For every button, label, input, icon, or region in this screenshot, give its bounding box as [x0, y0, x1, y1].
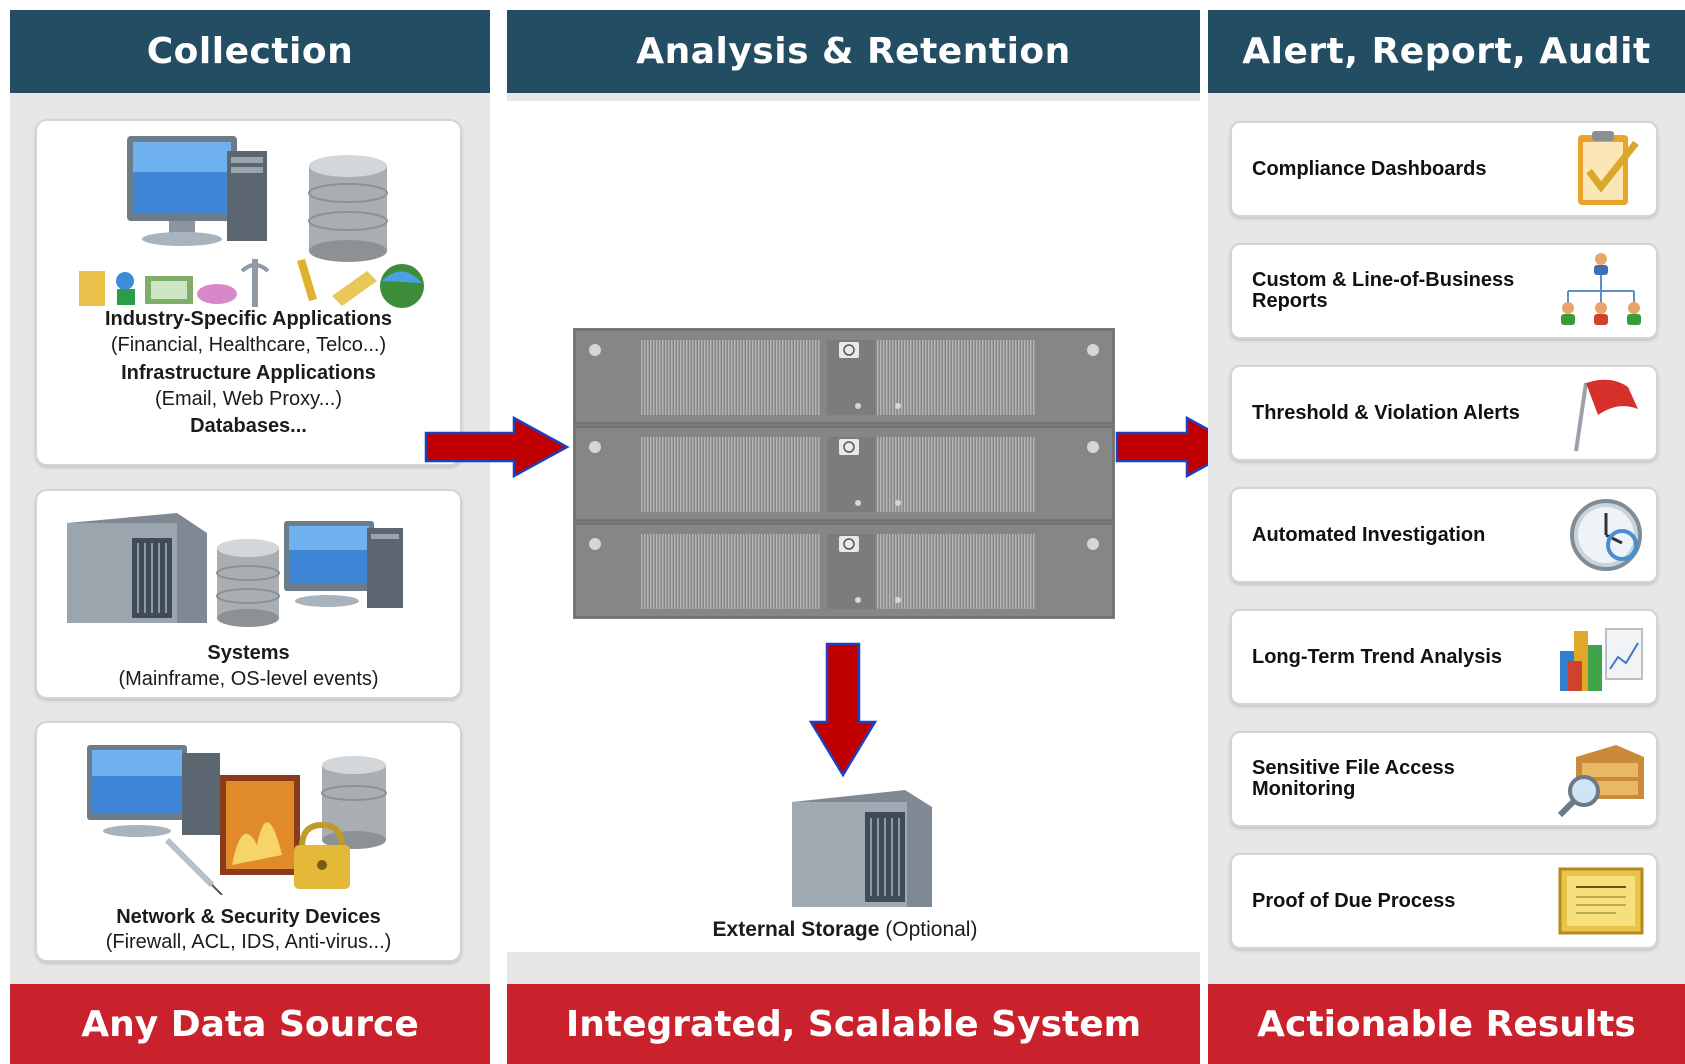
network-devices-sub: (Firewall, ACL, IDS, Anti-virus...) — [105, 931, 392, 953]
results-column: Alert, Report, Audit Compliance Dashboar… — [1208, 10, 1685, 1064]
server-icon — [67, 513, 207, 623]
applications-card: Industry-Specific Applications (Financia… — [35, 119, 462, 466]
industry-apps-sub: (Financial, Healthcare, Telco...) — [110, 334, 387, 356]
analysis-header: Analysis & Retention — [507, 10, 1200, 93]
computer-icon — [87, 745, 220, 837]
arrow-collection-to-analysis — [424, 416, 570, 478]
result-item-label: Proof of Due Process — [1252, 889, 1456, 912]
result-item-custom-reports: Custom & Line-of-Business Reports — [1230, 243, 1658, 339]
rack-unit — [574, 523, 1114, 618]
result-item-sensitive-file-monitoring: Sensitive File Access Monitoring — [1230, 731, 1658, 827]
result-item-threshold-alerts: Threshold & Violation Alerts — [1230, 365, 1658, 461]
analysis-footer: Integrated, Scalable System — [507, 984, 1200, 1064]
network-devices-card: Network & Security Devices (Firewall, AC… — [35, 721, 462, 962]
padlock-icon — [294, 821, 350, 889]
analysis-header-strip — [507, 93, 1200, 101]
collection-column: Collection — [10, 10, 490, 1064]
network-devices-title: Network & Security Devices — [116, 906, 381, 928]
result-item-trend-analysis: Long-Term Trend Analysis — [1230, 609, 1658, 705]
external-storage-title: External Storage — [712, 918, 880, 941]
database-icon — [308, 155, 388, 262]
applications-illustration — [79, 136, 424, 308]
infra-apps-sub: (Email, Web Proxy...) — [154, 388, 343, 410]
results-header: Alert, Report, Audit — [1208, 10, 1685, 93]
clipboard-check-icon — [1578, 131, 1639, 205]
systems-title: Systems — [207, 642, 290, 664]
result-item-compliance-dashboards: Compliance Dashboards — [1230, 121, 1658, 217]
result-item-label: Custom & Line-of-Business Reports — [1252, 269, 1515, 312]
systems-sub: (Mainframe, OS-level events) — [118, 668, 379, 690]
result-item-label: Sensitive File Access Monitoring — [1252, 757, 1455, 800]
certificate-icon — [1558, 867, 1644, 935]
external-storage-optional: (Optional) — [879, 918, 978, 941]
collection-header: Collection — [10, 10, 490, 93]
arrow-analysis-to-storage — [808, 642, 878, 778]
result-item-label: Compliance Dashboards — [1252, 157, 1487, 180]
database-icon — [216, 539, 280, 627]
rack-unit — [574, 329, 1114, 424]
red-flag-icon — [1574, 379, 1638, 452]
firewall-icon — [220, 775, 300, 875]
results-footer: Actionable Results — [1208, 984, 1685, 1064]
result-item-label: Automated Investigation — [1252, 523, 1486, 546]
collection-footer: Any Data Source — [10, 984, 490, 1064]
external-storage-icon — [792, 790, 932, 907]
file-drawer-magnifier-icon — [1557, 745, 1644, 818]
analysis-footer-strip — [507, 952, 1200, 984]
result-item-automated-investigation: Automated Investigation — [1230, 487, 1658, 583]
systems-illustration — [67, 513, 403, 627]
external-storage-label: External Storage (Optional) — [600, 918, 1090, 942]
databases-title: Databases... — [190, 415, 307, 437]
computer-icon — [127, 136, 267, 246]
rack-unit — [574, 426, 1114, 521]
clock-magnifier-icon — [1570, 499, 1642, 571]
network-illustration — [87, 745, 387, 895]
result-item-label: Threshold & Violation Alerts — [1252, 401, 1520, 424]
syringe-icon — [164, 837, 223, 895]
computer-icon — [284, 521, 403, 608]
systems-card: Systems (Mainframe, OS-level events) — [35, 489, 462, 699]
result-item-due-process: Proof of Due Process — [1230, 853, 1658, 949]
org-chart-icon — [1561, 253, 1641, 325]
infra-apps-title: Infrastructure Applications — [121, 362, 376, 384]
industry-apps-title: Industry-Specific Applications — [104, 308, 393, 330]
database-icon — [321, 756, 387, 849]
industry-icons — [79, 259, 424, 308]
result-item-label: Long-Term Trend Analysis — [1252, 645, 1503, 668]
server-appliance-icon — [573, 328, 1115, 619]
bar-chart-icon — [1560, 628, 1643, 691]
